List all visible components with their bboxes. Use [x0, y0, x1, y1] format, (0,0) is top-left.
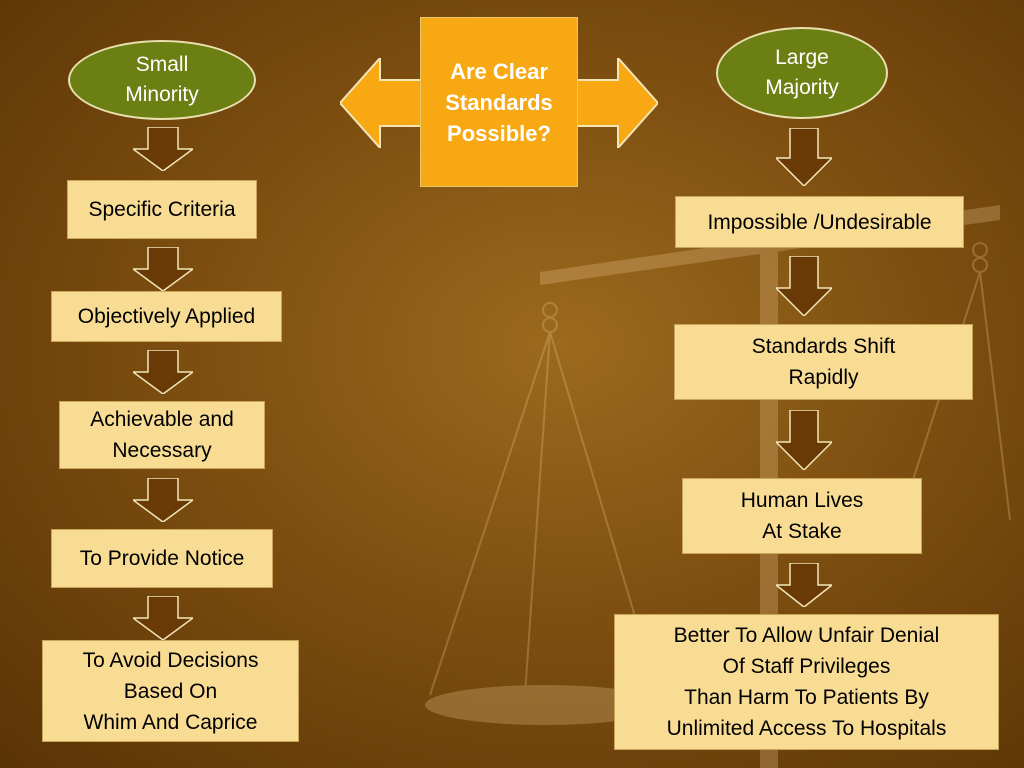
right-step-2: Standards Shift Rapidly [674, 324, 973, 400]
down-arrow-icon [133, 247, 193, 291]
down-arrow-icon [133, 127, 193, 171]
down-arrow-icon [133, 596, 193, 640]
down-arrow-icon [776, 563, 832, 607]
large-majority-oval: Large Majority [716, 27, 888, 119]
left-step-3: Achievable and Necessary [59, 401, 265, 469]
left-step-5: To Avoid Decisions Based On Whim And Cap… [42, 640, 299, 742]
down-arrow-icon [133, 478, 193, 522]
left-step-4: To Provide Notice [51, 529, 273, 588]
small-minority-oval: Small Minority [68, 40, 256, 120]
right-step-1: Impossible /Undesirable [675, 196, 964, 248]
down-arrow-icon [776, 410, 832, 470]
right-step-4: Better To Allow Unfair Denial Of Staff P… [614, 614, 999, 750]
down-arrow-icon [133, 350, 193, 394]
down-arrow-icon [776, 256, 832, 316]
left-step-1: Specific Criteria [67, 180, 257, 239]
left-step-2: Objectively Applied [51, 291, 282, 342]
central-question-box: Are Clear Standards Possible? [420, 17, 578, 187]
down-arrow-icon [776, 128, 832, 186]
right-step-3: Human Lives At Stake [682, 478, 922, 554]
